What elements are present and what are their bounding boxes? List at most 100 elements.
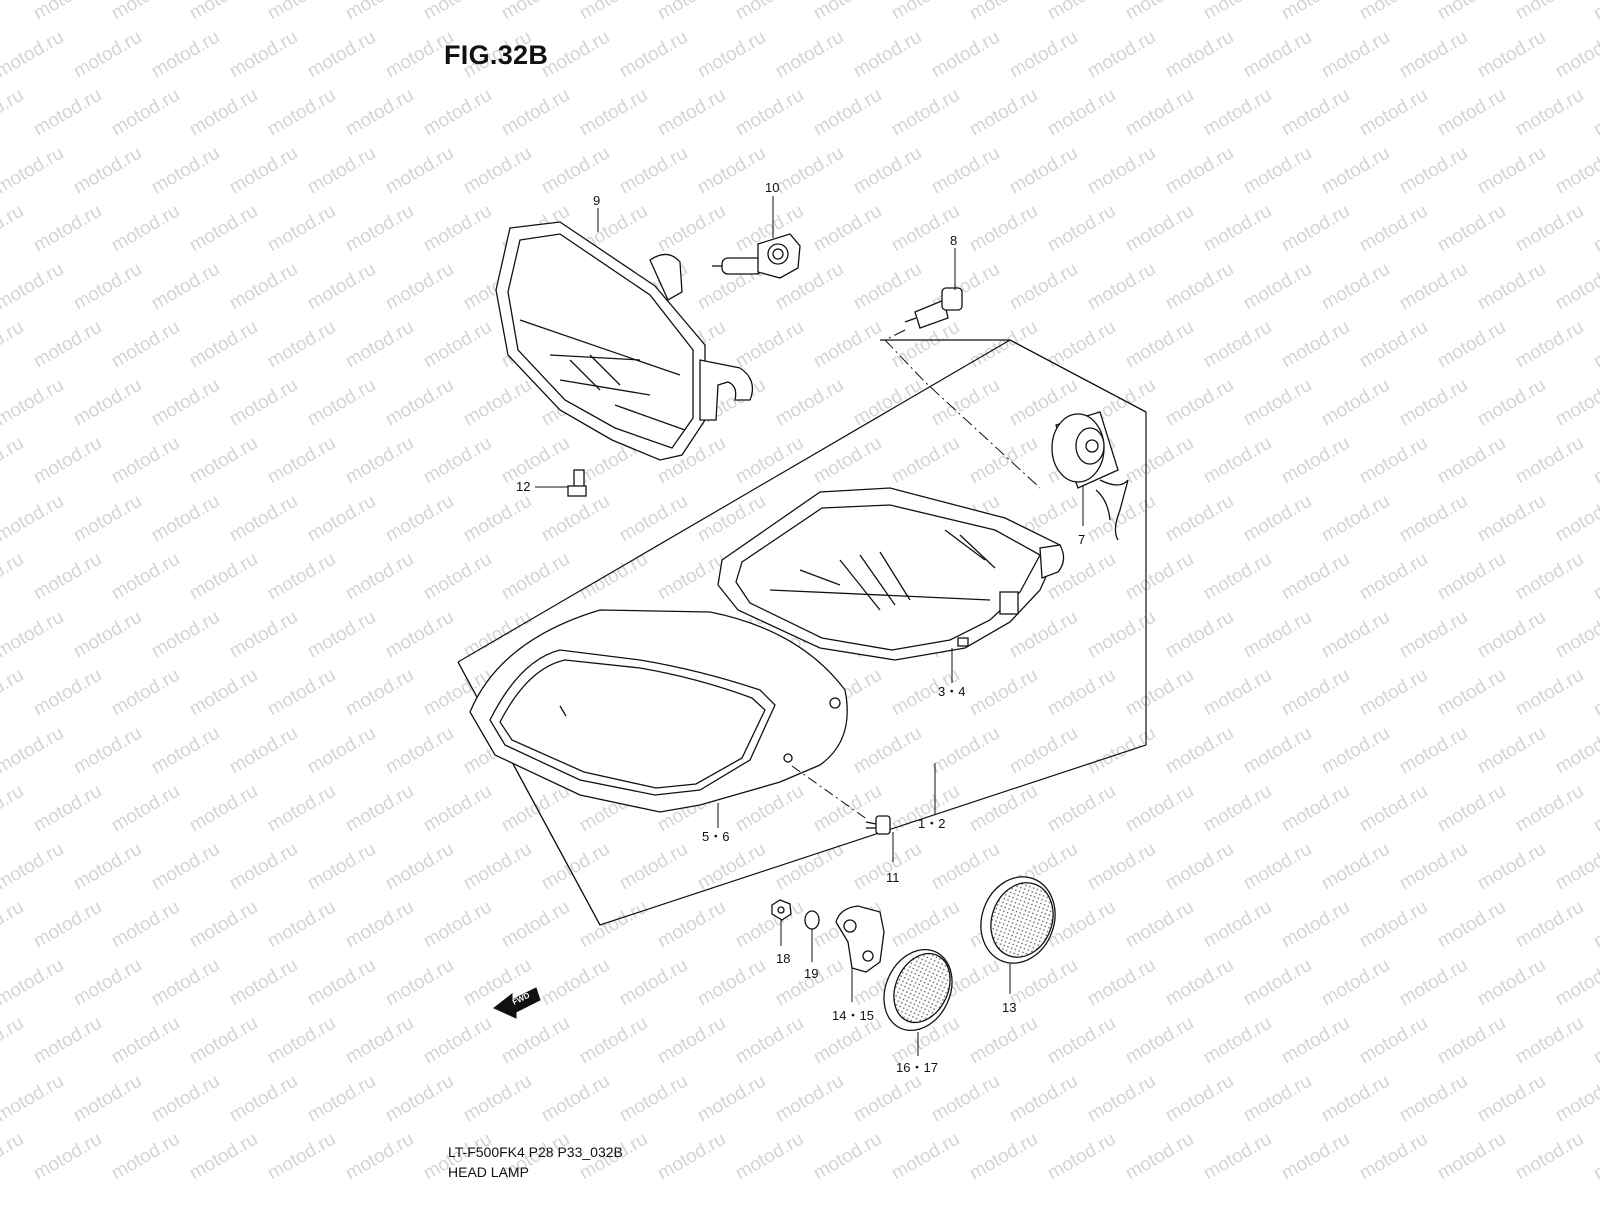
watermark-text: motod.ru (498, 433, 573, 489)
watermark-text: motod.ru (1044, 665, 1119, 721)
watermark-text: motod.ru (1122, 201, 1197, 257)
watermark-text: motod.ru (1200, 549, 1275, 605)
part-19-grommet (804, 910, 820, 930)
callout-12: 12 (516, 479, 530, 494)
watermark-text: motod.ru (342, 317, 417, 373)
watermark-text: motod.ru (108, 1129, 183, 1185)
watermark-text: motod.ru (850, 1071, 925, 1127)
watermark-text: motod.ru (1240, 491, 1315, 547)
watermark-text: motod.ru (498, 0, 573, 24)
watermark-text: motod.ru (810, 0, 885, 24)
watermark-text: motod.ru (264, 0, 339, 24)
watermark-text: motod.ru (382, 375, 457, 431)
watermark-text: motod.ru (226, 491, 301, 547)
watermark-text: motod.ru (1278, 433, 1353, 489)
watermark-text: motod.ru (0, 1071, 67, 1127)
watermark-text: motod.ru (70, 1071, 145, 1127)
watermark-text: motod.ru (1434, 85, 1509, 141)
part-18-nut (771, 899, 792, 921)
watermark-text: motod.ru (616, 491, 691, 547)
callout-3-4: 3・4 (938, 684, 965, 699)
watermark-text: motod.ru (850, 723, 925, 779)
watermark-text: motod.ru (888, 1129, 963, 1185)
watermark-text: motod.ru (0, 27, 67, 83)
watermark-text: motod.ru (538, 839, 613, 895)
watermark-text: motod.ru (1122, 0, 1197, 24)
watermark-text: motod.ru (732, 0, 807, 24)
watermark-text: motod.ru (1162, 723, 1237, 779)
watermark-text: motod.ru (538, 1071, 613, 1127)
watermark-text: motod.ru (1006, 143, 1081, 199)
watermark-text: motod.ru (1590, 0, 1600, 24)
watermark-text: motod.ru (264, 1013, 339, 1069)
watermark-text: motod.ru (1396, 723, 1471, 779)
watermark-text: motod.ru (226, 143, 301, 199)
watermark-text: motod.ru (30, 85, 105, 141)
callout-18: 18 (776, 951, 790, 966)
watermark-text: motod.ru (30, 1013, 105, 1069)
watermark-text: motod.ru (460, 839, 535, 895)
watermark-text: motod.ru (498, 781, 573, 837)
watermark-text: motod.ru (1552, 375, 1600, 431)
watermark-text: motod.ru (1200, 317, 1275, 373)
watermark-text: motod.ru (1278, 201, 1353, 257)
watermark-text: motod.ru (1552, 723, 1600, 779)
watermark-text: motod.ru (1278, 665, 1353, 721)
watermark-text: motod.ru (1552, 27, 1600, 83)
part-8-small-bulb (904, 287, 963, 329)
watermark-text: motod.ru (1318, 27, 1393, 83)
watermark-text: motod.ru (1044, 897, 1119, 953)
watermark-text: motod.ru (1552, 259, 1600, 315)
watermark-text: motod.ru (1590, 317, 1600, 373)
watermark-text: motod.ru (1200, 1013, 1275, 1069)
watermark-text: motod.ru (1512, 897, 1587, 953)
watermark-text: motod.ru (420, 201, 495, 257)
watermark-text: motod.ru (0, 549, 27, 605)
part-10-bulb (712, 233, 801, 279)
watermark-text: motod.ru (264, 897, 339, 953)
watermark-text: motod.ru (1122, 665, 1197, 721)
watermark-text: motod.ru (30, 665, 105, 721)
watermark-text: motod.ru (616, 1071, 691, 1127)
watermark-text: motod.ru (1084, 143, 1159, 199)
watermark-text: motod.ru (382, 491, 457, 547)
watermark-text: motod.ru (498, 897, 573, 953)
watermark-text: motod.ru (1318, 259, 1393, 315)
watermark-text: motod.ru (1200, 1129, 1275, 1185)
watermark-text: motod.ru (888, 897, 963, 953)
watermark-text: motod.ru (0, 955, 67, 1011)
watermark-text: motod.ru (148, 143, 223, 199)
watermark-text: motod.ru (420, 897, 495, 953)
watermark-text: motod.ru (654, 1129, 729, 1185)
watermark-text: motod.ru (1318, 955, 1393, 1011)
watermark-text: motod.ru (694, 839, 769, 895)
watermark-text: motod.ru (1278, 897, 1353, 953)
watermark-text: motod.ru (694, 143, 769, 199)
watermark-text: motod.ru (966, 85, 1041, 141)
watermark-text: motod.ru (0, 1129, 27, 1185)
watermark-text: motod.ru (1278, 85, 1353, 141)
watermark-text: motod.ru (1200, 781, 1275, 837)
watermark-text: motod.ru (1318, 607, 1393, 663)
watermark-text: motod.ru (70, 955, 145, 1011)
watermark-text: motod.ru (1552, 1071, 1600, 1127)
watermark-text: motod.ru (148, 607, 223, 663)
watermark-text: motod.ru (226, 723, 301, 779)
watermark-text: motod.ru (304, 839, 379, 895)
watermark-text: motod.ru (1434, 317, 1509, 373)
watermark-text: motod.ru (1474, 607, 1549, 663)
watermark-text: motod.ru (342, 0, 417, 24)
callout-7: 7 (1078, 532, 1085, 547)
watermark-text: motod.ru (1240, 259, 1315, 315)
part-7-socket (1051, 411, 1129, 541)
watermark-text: motod.ru (304, 259, 379, 315)
watermark-text: motod.ru (1512, 201, 1587, 257)
watermark-text: motod.ru (108, 1013, 183, 1069)
part-3-4-housing (717, 487, 1065, 661)
watermark-text: motod.ru (70, 27, 145, 83)
watermark-text: motod.ru (1512, 1129, 1587, 1185)
watermark-text: motod.ru (810, 433, 885, 489)
watermark-text: motod.ru (0, 375, 67, 431)
watermark-text: motod.ru (30, 897, 105, 953)
